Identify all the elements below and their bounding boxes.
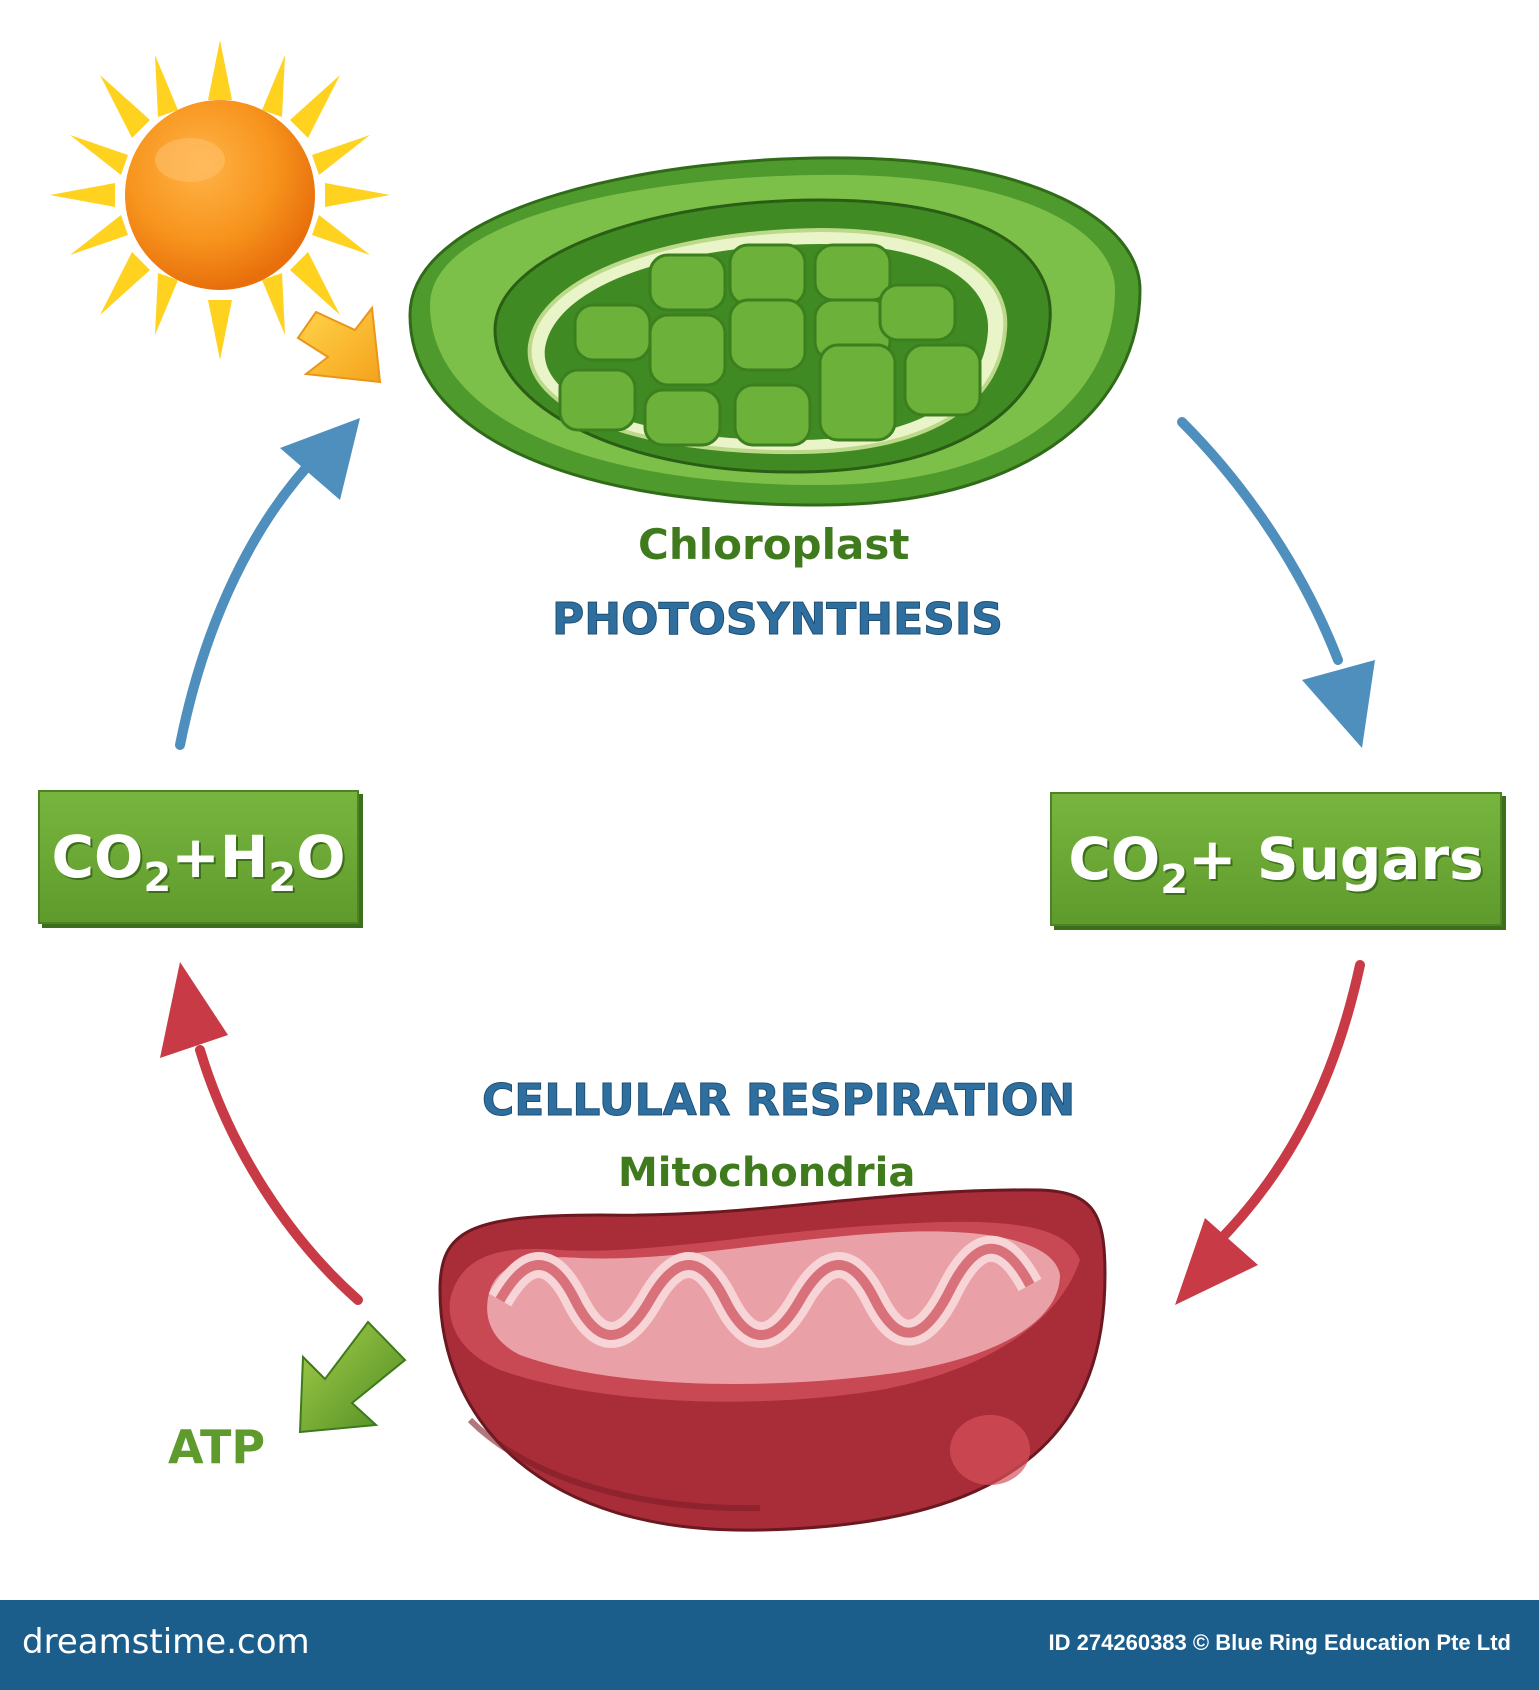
formula-o: O [296,823,345,891]
co2-h2o-box: CO2+H2O [38,790,359,924]
mitochondria-illustration [440,1190,1105,1530]
arrow-left-up-icon [180,418,360,745]
formula-co: CO [1068,825,1160,893]
arrow-left-up-red-icon [160,962,358,1300]
chloroplast-label: Chloroplast [638,520,909,569]
cellular-respiration-label: CELLULAR RESPIRATION [482,1075,1075,1126]
formula-plus-h: +H [171,823,268,891]
mitochondria-label: Mitochondria [618,1150,915,1196]
formula-co: CO [51,823,143,891]
box-left-text: CO2+H2O [51,823,345,891]
atp-label: ATP [168,1420,265,1474]
co2-sugars-box: CO2+ Sugars [1050,792,1502,926]
sunlight-arrow-icon [298,308,380,382]
formula-sub-2b: 2 [268,855,296,901]
formula-sub-2: 2 [143,855,171,901]
sun-icon [50,40,390,360]
chloroplast-illustration [410,158,1140,505]
watermark-footer: dreamstime.com ID 274260383 © Blue Ring … [0,1600,1539,1690]
photosynthesis-label: PHOTOSYNTHESIS [552,594,1003,645]
atp-arrow-icon [300,1322,405,1432]
box-right-text: CO2+ Sugars [1068,825,1483,893]
formula-plus-sugars: + Sugars [1188,825,1484,893]
arrow-right-down-red-icon [1175,965,1360,1305]
arrow-right-down-icon [1182,422,1375,748]
footer-site-text: dreamstime.com [22,1622,310,1662]
formula-sub-2: 2 [1160,857,1188,903]
footer-credit-text: ID 274260383 © Blue Ring Education Pte L… [1049,1630,1511,1656]
